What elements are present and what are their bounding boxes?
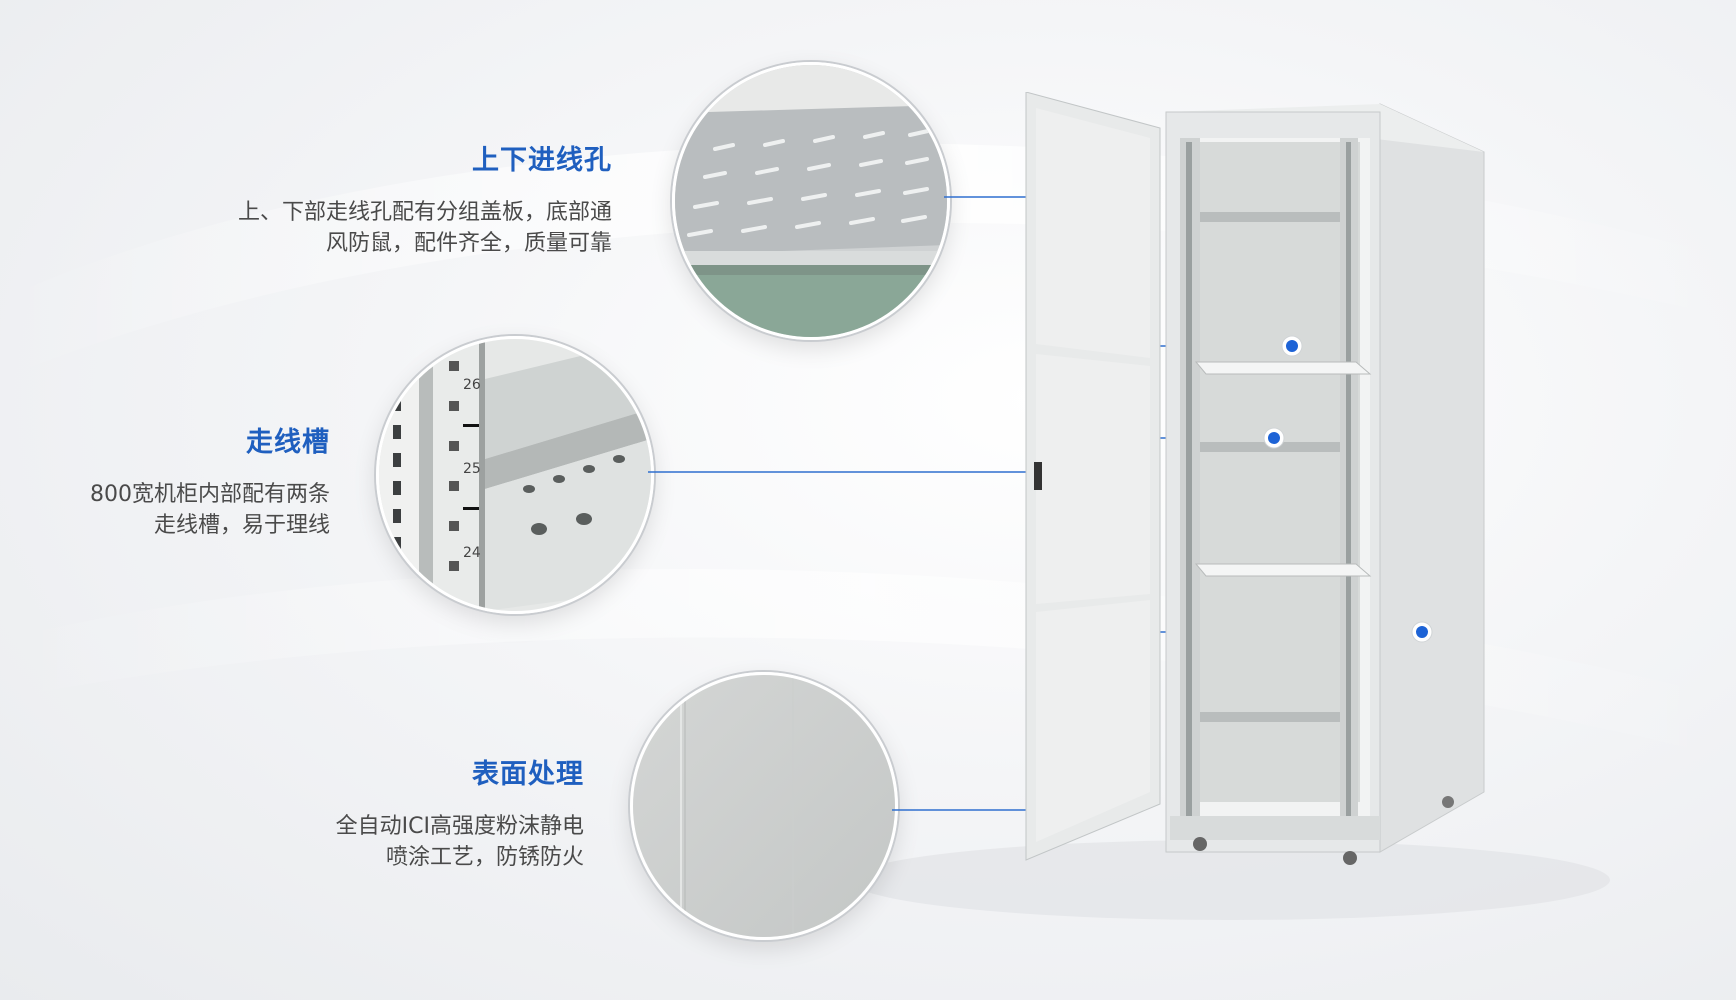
feature-description-line: 全自动ICI高强度粉沫静电 bbox=[335, 814, 584, 839]
feature-description-line: 走线槽，易于理线 bbox=[153, 513, 330, 538]
feature-title: 表面处理 bbox=[472, 759, 584, 790]
feature-cable-entry: 上下进线孔 上、下部走线孔配有分组盖板，底部通 风防鼠，配件齐全，质量可靠 bbox=[150, 138, 612, 259]
feature-description-line: 喷涂工艺，防锈防火 bbox=[385, 845, 584, 870]
rack-unit-number: 26 bbox=[463, 377, 481, 393]
detail-image-vented-tray bbox=[672, 62, 950, 340]
detail-image-surface-finish bbox=[630, 672, 898, 940]
feature-title: 上下进线孔 bbox=[472, 145, 612, 176]
feature-surface-treatment: 表面处理 全自动ICI高强度粉沫静电 喷涂工艺，防锈防火 bbox=[250, 752, 584, 873]
hotspot-dot bbox=[1286, 340, 1298, 352]
feature-cable-tray: 走线槽 800宽机柜内部配有两条 走线槽，易于理线 bbox=[40, 420, 330, 541]
feature-description-line: 上、下部走线孔配有分组盖板，底部通 bbox=[237, 200, 612, 225]
feature-title: 走线槽 bbox=[246, 427, 330, 458]
feature-description-line: 800宽机柜内部配有两条 bbox=[90, 482, 330, 507]
hotspot-dot bbox=[1416, 626, 1428, 638]
feature-description-line: 风防鼠，配件齐全，质量可靠 bbox=[325, 231, 612, 256]
hotspot-dot bbox=[1268, 432, 1280, 444]
server-cabinet-image bbox=[1025, 92, 1485, 865]
rack-unit-number: 25 bbox=[463, 461, 481, 477]
rack-unit-number: 24 bbox=[463, 545, 481, 561]
